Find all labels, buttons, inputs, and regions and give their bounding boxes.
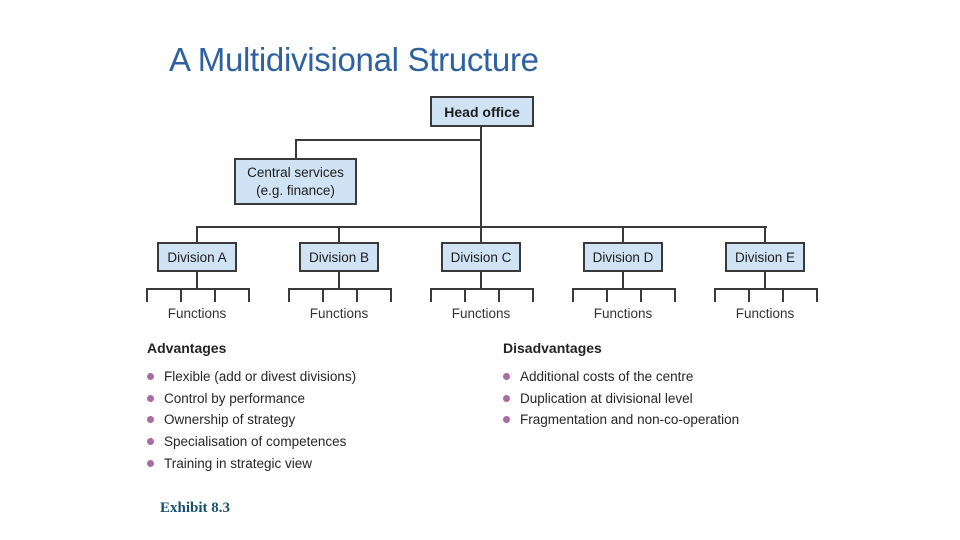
disadvantage-text: Additional costs of the centre xyxy=(520,369,694,385)
connector-function-tick xyxy=(180,288,182,302)
advantages-list: Flexible (add or divest divisions) Contr… xyxy=(147,366,356,474)
connector-functions-stem xyxy=(480,272,482,289)
bullet-icon xyxy=(147,373,154,381)
bullet-icon xyxy=(503,394,510,402)
connector-function-tick xyxy=(640,288,642,302)
list-item: Specialisation of competences xyxy=(147,431,356,453)
list-item: Additional costs of the centre xyxy=(503,366,739,388)
connector-function-tick xyxy=(288,288,290,302)
disadvantage-text: Fragmentation and non-co-operation xyxy=(520,412,740,428)
connector-functions-bar xyxy=(288,288,392,290)
connector-functions-bar xyxy=(572,288,676,290)
central-services-line1: Central services xyxy=(247,164,344,180)
division-column-c: Division C Functions xyxy=(410,226,552,326)
connector-head-vertical xyxy=(480,127,482,228)
division-column-e: Division E Functions xyxy=(694,226,836,326)
node-central-services: Central services (e.g. finance) xyxy=(234,158,357,205)
connector-function-tick xyxy=(572,288,574,302)
connector-function-tick xyxy=(322,288,324,302)
connector-function-tick xyxy=(532,288,534,302)
bullet-icon xyxy=(503,416,510,424)
list-item: Ownership of strategy xyxy=(147,409,356,431)
list-item: Training in strategic view xyxy=(147,452,356,474)
functions-label: Functions xyxy=(167,306,227,321)
connector-function-tick xyxy=(390,288,392,302)
node-division-d: Division D xyxy=(583,242,663,272)
org-chart: Head office Central services (e.g. finan… xyxy=(126,96,836,326)
list-item: Control by performance xyxy=(147,388,356,410)
advantage-text: Specialisation of competences xyxy=(164,434,347,450)
connector-division-stem xyxy=(622,226,624,243)
bullet-icon xyxy=(147,416,154,424)
connector-functions-bar xyxy=(146,288,250,290)
connector-function-tick xyxy=(606,288,608,302)
central-services-line2: (e.g. finance) xyxy=(256,182,335,198)
connector-division-stem xyxy=(196,226,198,243)
node-division-e: Division E xyxy=(725,242,805,272)
connector-functions-stem xyxy=(338,272,340,289)
connector-function-tick xyxy=(464,288,466,302)
list-item: Duplication at divisional level xyxy=(503,388,739,410)
page-title: A Multidivisional Structure xyxy=(169,41,539,78)
list-item: Fragmentation and non-co-operation xyxy=(503,409,739,431)
connector-function-tick xyxy=(782,288,784,302)
connector-division-stem xyxy=(480,226,482,243)
advantage-text: Training in strategic view xyxy=(164,455,313,471)
functions-label: Functions xyxy=(593,306,653,321)
bullet-icon xyxy=(147,438,154,446)
connector-central-branch xyxy=(295,139,482,141)
bullet-icon xyxy=(147,459,154,467)
bullet-icon xyxy=(503,373,510,381)
connector-function-tick xyxy=(748,288,750,302)
list-item: Flexible (add or divest divisions) xyxy=(147,366,356,388)
connector-function-tick xyxy=(248,288,250,302)
exhibit-caption: Exhibit 8.3 xyxy=(160,500,231,516)
connector-functions-stem xyxy=(196,272,198,289)
connector-functions-stem xyxy=(764,272,766,289)
connector-division-stem xyxy=(764,226,766,243)
connector-division-stem xyxy=(338,226,340,243)
connector-function-tick xyxy=(146,288,148,302)
functions-label: Functions xyxy=(309,306,369,321)
division-column-a: Division A Functions xyxy=(126,226,268,326)
disadvantages-list: Additional costs of the centre Duplicati… xyxy=(503,366,739,431)
connector-function-tick xyxy=(674,288,676,302)
connector-function-tick xyxy=(816,288,818,302)
bullet-icon xyxy=(147,394,154,402)
functions-label: Functions xyxy=(451,306,511,321)
node-head-office: Head office xyxy=(430,96,534,127)
disadvantage-text: Duplication at divisional level xyxy=(520,390,693,406)
node-division-a: Division A xyxy=(157,242,237,272)
advantage-text: Ownership of strategy xyxy=(164,412,296,428)
advantage-text: Control by performance xyxy=(164,390,306,406)
connector-central-stem xyxy=(295,139,297,159)
node-division-c: Division C xyxy=(441,242,521,272)
division-column-d: Division D Functions xyxy=(552,226,694,326)
connector-function-tick xyxy=(714,288,716,302)
connector-functions-bar xyxy=(714,288,818,290)
connector-function-tick xyxy=(430,288,432,302)
connector-functions-stem xyxy=(622,272,624,289)
advantage-text: Flexible (add or divest divisions) xyxy=(164,369,357,385)
connector-function-tick xyxy=(356,288,358,302)
connector-function-tick xyxy=(214,288,216,302)
advantages-header: Advantages xyxy=(147,340,227,356)
connector-functions-bar xyxy=(430,288,534,290)
division-column-b: Division B Functions xyxy=(268,226,410,326)
node-division-b: Division B xyxy=(299,242,379,272)
functions-label: Functions xyxy=(735,306,795,321)
connector-function-tick xyxy=(498,288,500,302)
disadvantages-header: Disadvantages xyxy=(503,340,602,356)
